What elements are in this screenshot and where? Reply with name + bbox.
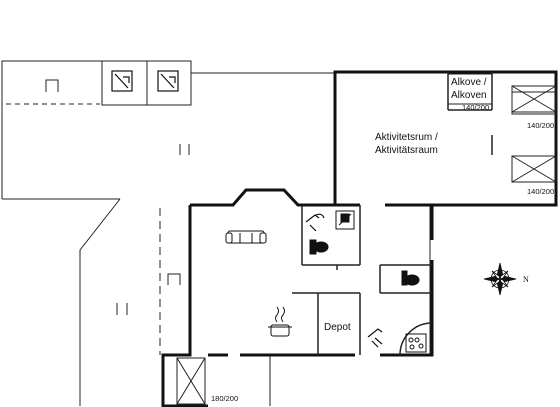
bed-size-label-activity-2: 140/200 [527,187,554,196]
shower-icon [157,70,179,92]
washing-machine-icon [405,333,427,353]
sink-icon [335,210,355,230]
room-label-activity-line2: Aktivitätsraum [375,145,438,156]
toilet-icon [309,239,329,255]
bed-size-label-lower: 180/200 [211,394,238,403]
alcove-divider [447,73,493,105]
outer-outline [1,60,431,406]
outdoor-shower-icon [367,328,383,348]
bed-size-label-activity-1: 140/200 [527,121,554,130]
activity-bed-1 [511,91,557,115]
door-markers [45,79,190,315]
alcove-bed [511,85,557,113]
main-walls [161,70,558,407]
shower-icon [111,70,133,92]
compass-north-label: N [523,275,529,284]
compass-rose-icon [483,262,517,296]
room-label-activity-line1: Aktivitetsrum / [375,132,438,143]
activity-bed-2 [511,155,557,183]
toilet-icon [401,270,420,286]
shower-icon [305,213,325,232]
sofa-icon [225,230,267,244]
stove-icon [268,306,292,337]
bed-size-label-alcove: 140/200 [462,103,489,112]
room-label-alcove-line1: Alkove / [451,77,487,88]
room-label-depot: Depot [324,322,351,333]
interior-walls [292,72,493,356]
room-label-alcove-line2: Alkoven [451,90,487,101]
lower-bed [176,357,206,405]
